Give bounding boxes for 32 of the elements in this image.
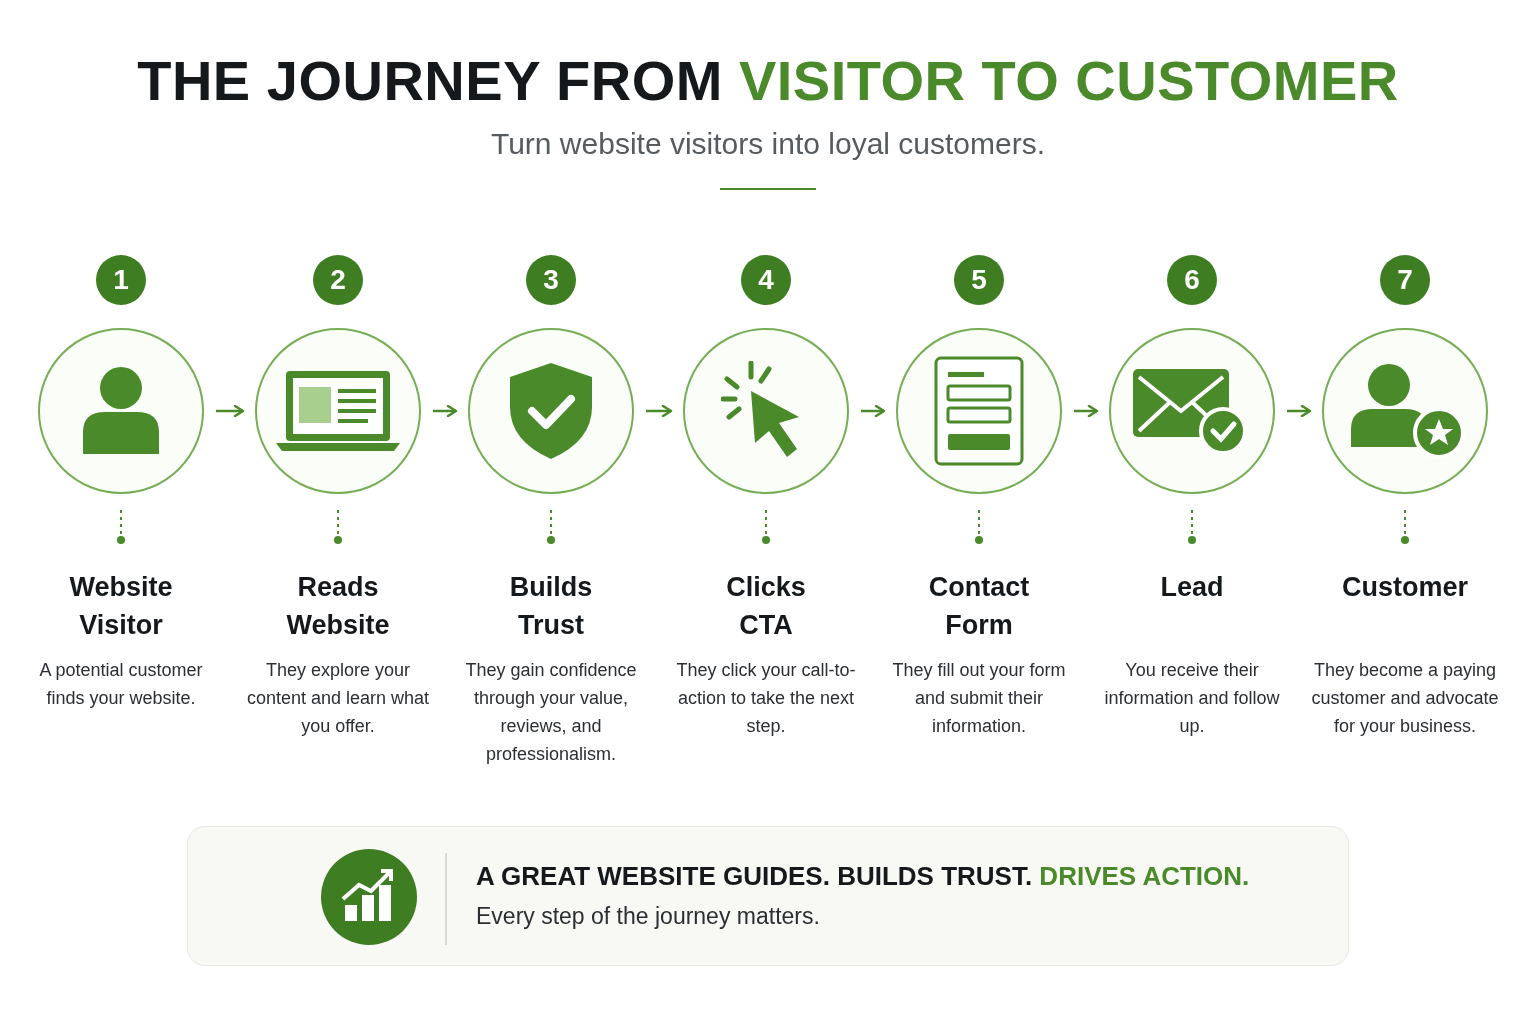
step-title: Website Visitor <box>68 571 174 642</box>
step-description: They explore your content and learn what you offer. <box>245 659 431 738</box>
step-number: 7 <box>1380 255 1430 305</box>
step-number: 5 <box>954 255 1004 305</box>
arrow <box>216 404 245 418</box>
subtitle: Turn website visitors into loyal customers. <box>490 127 1046 161</box>
step-title: Lead <box>1159 571 1225 604</box>
step-description: They become a paying customer and advocate for your business. <box>1310 659 1500 738</box>
step-title: Reads Website <box>285 571 391 642</box>
step-number: 4 <box>741 255 791 305</box>
step-number: 6 <box>1167 255 1217 305</box>
title: THE JOURNEY FROM VISITOR TO CUSTOMER <box>137 48 1399 113</box>
step-description: They gain confidence through your value, reviews, and professionalism. <box>464 659 638 766</box>
step-title: Customer <box>1341 571 1469 604</box>
arrow <box>646 404 673 418</box>
banner-text: Every step of the journey matters. <box>476 903 820 930</box>
step-title: Builds Trust <box>508 571 594 642</box>
step-description: They click your call-to-action to take the next step. <box>675 659 857 738</box>
step-title: Contact Form <box>927 571 1031 642</box>
step-number: 2 <box>313 255 363 305</box>
summary-banner <box>187 826 1349 966</box>
banner-headline: A GREAT WEBSITE GUIDES. BUILDS TRUST. DRIVES ACTION. <box>476 861 1250 892</box>
step-description: They fill out your form and submit their information. <box>891 659 1067 738</box>
step-description: A potential customer finds your website. <box>38 659 204 710</box>
step-number: 3 <box>526 255 576 305</box>
step-title: Clicks CTA <box>725 571 807 642</box>
arrow <box>433 404 458 418</box>
arrow <box>1287 404 1312 418</box>
step-description: You receive their information and follow up. <box>1103 659 1281 738</box>
step-number: 1 <box>96 255 146 305</box>
arrow <box>1074 404 1099 418</box>
arrow <box>861 404 886 418</box>
